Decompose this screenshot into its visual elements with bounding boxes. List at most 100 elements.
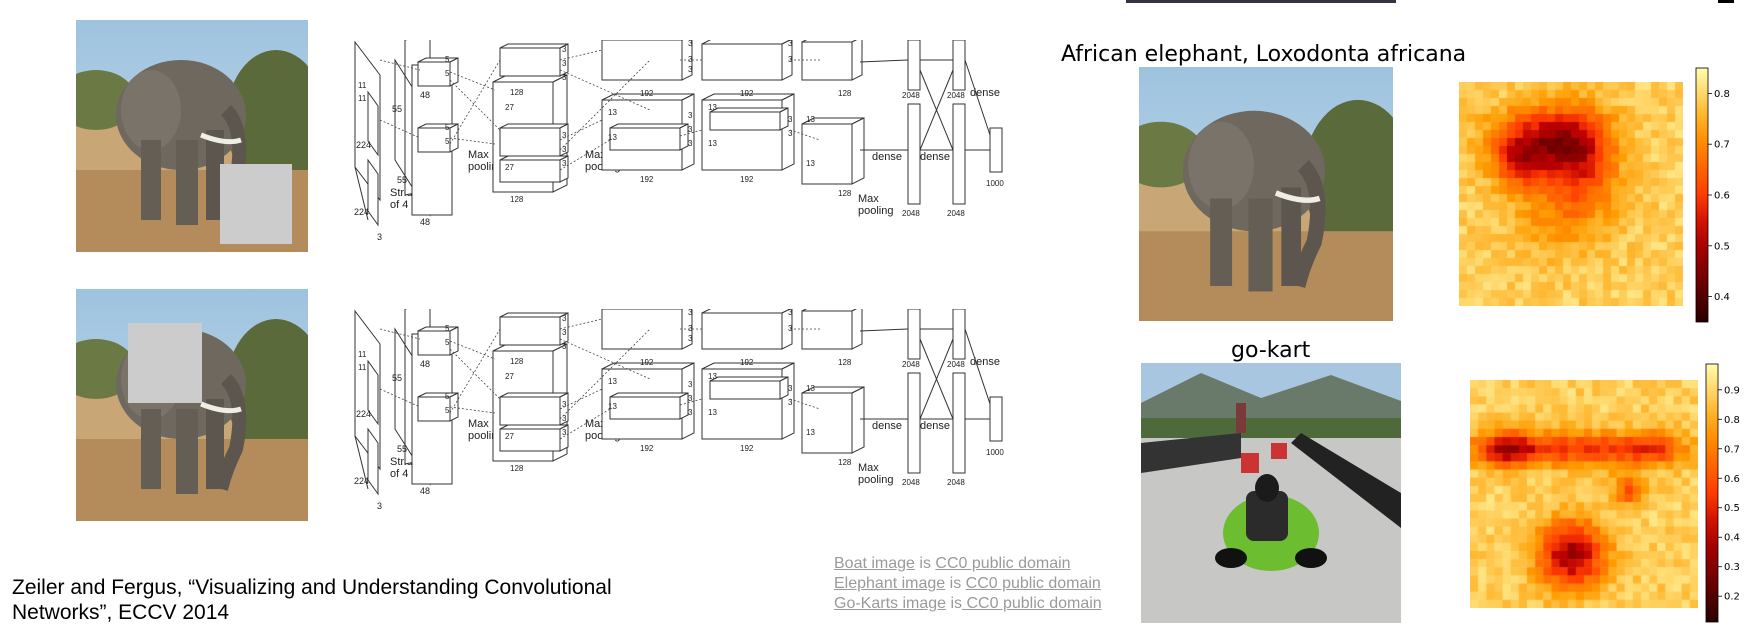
conv4-block (701, 40, 793, 81)
box-front (801, 41, 853, 81)
max-pool-label: Max (468, 418, 489, 430)
kart-image-link[interactable]: Go-Karts image (834, 595, 947, 612)
box-front (499, 127, 561, 157)
box-front (709, 111, 781, 131)
colorbar-tick-label: 0.7 (1724, 444, 1740, 455)
input-size-label: 224 (354, 207, 369, 217)
layer-depth-label: 128 (510, 357, 524, 366)
box-front (801, 310, 853, 350)
box-front (801, 123, 853, 185)
colorbar-tick-label: 0.5 (1714, 241, 1730, 252)
box-side (779, 107, 789, 131)
kernel-size-label: 11 (358, 350, 367, 359)
colorbar-tick-label: 0.5 (1724, 503, 1740, 514)
elephant-license-link[interactable]: CC0 public domain (965, 575, 1101, 592)
kernel-slab (367, 427, 379, 496)
kernel-label: 3 (562, 328, 567, 337)
box-front (417, 61, 451, 87)
box-top (499, 123, 569, 129)
boat-image-link[interactable]: Boat image (834, 555, 915, 572)
dense-column (907, 309, 921, 360)
conv3-kernel (609, 392, 689, 420)
box-top (701, 309, 792, 314)
conv5-block (801, 386, 865, 454)
kernel-label: 3 (788, 324, 793, 333)
connection-line (379, 388, 421, 408)
box-side (851, 386, 865, 454)
conv3-block (601, 40, 693, 81)
box-side (851, 40, 863, 81)
kernel-label: 3 (688, 111, 693, 120)
kart-license-link[interactable]: CC0 public domain (962, 595, 1102, 612)
layer-depth-label: 128 (510, 195, 524, 204)
connection-line (449, 328, 501, 414)
layer-depth-label: 128 (510, 88, 524, 97)
elephant-heatmap (1459, 82, 1683, 306)
layer-size-label: 13 (806, 384, 815, 393)
elephant-photo-occluded-head (76, 289, 308, 521)
box-front (601, 40, 683, 81)
dense-size-label: 2048 (947, 91, 965, 100)
connection-line (559, 49, 603, 61)
kernel-label: 3 (562, 428, 567, 437)
kernel-size-label: 11 (358, 363, 367, 372)
box-side (851, 309, 863, 350)
conv4-block (701, 309, 793, 350)
connection-line (559, 59, 651, 151)
layer-depth-label: 128 (838, 358, 852, 367)
occlusion-patch (128, 323, 202, 403)
conv1-kernel (417, 326, 459, 356)
kernel-label: 3 (788, 40, 793, 48)
layer-size-label: 55 (392, 104, 402, 114)
kernel-label: 3 (788, 55, 793, 64)
connection-line (559, 328, 651, 420)
box-top (499, 392, 569, 398)
elephant-image-link[interactable]: Elephant image (834, 575, 946, 592)
layer-size-label: 13 (708, 408, 717, 417)
kernel-label: 5 (445, 55, 450, 64)
box-front (709, 380, 781, 400)
top-edge-bar (1126, 0, 1396, 3)
connection-line (449, 71, 496, 91)
layer-size-label: 27 (505, 432, 514, 441)
box-front (417, 127, 451, 153)
credit-connector: is (945, 575, 966, 592)
dense-column (907, 103, 921, 205)
kernel-label: 5 (445, 69, 450, 78)
kart-illustration (1141, 363, 1401, 623)
dense-size-label: 2048 (902, 360, 920, 369)
connection-line (859, 59, 909, 63)
kernel-label: 3 (562, 145, 567, 154)
colorbar-tick-label: 0.8 (1724, 415, 1740, 426)
max-pool-label: Max (468, 149, 489, 161)
kart-class-label: go-kart (1231, 338, 1311, 363)
stride-label: of 4 (390, 468, 408, 480)
stride-label: of 4 (390, 199, 408, 211)
box-front (499, 159, 561, 183)
layer-depth-label: 192 (640, 89, 654, 98)
layer-size-label: 55 (397, 175, 407, 185)
box-side (851, 117, 865, 185)
max-pool-label: pooling (858, 205, 893, 217)
layer-depth-label: 192 (740, 89, 754, 98)
kernel-label: 3 (562, 414, 567, 423)
conv4-kernel (709, 376, 789, 400)
connection-line (559, 408, 611, 440)
box-front (801, 392, 853, 454)
kernel-label: 3 (688, 334, 693, 343)
layer-size-label: 27 (505, 163, 514, 172)
connection-line (449, 406, 496, 414)
dense-size-label: 2048 (902, 91, 920, 100)
conv1-kernel (417, 392, 459, 422)
kernel-label: 3 (688, 309, 693, 317)
colorbar-tick-label: 0.6 (1714, 191, 1730, 202)
box-front (601, 309, 683, 350)
connection-line (379, 119, 421, 139)
box-front (499, 396, 561, 426)
box-side (679, 392, 689, 420)
boat-license-link[interactable]: CC0 public domain (935, 555, 1071, 572)
box-front (499, 47, 561, 77)
kart-colorbar: 0.90.80.70.60.50.40.30.2 (1705, 363, 1740, 623)
elephant-class-label: African elephant, Loxodonta africana (1061, 42, 1467, 67)
box-top (499, 312, 569, 318)
